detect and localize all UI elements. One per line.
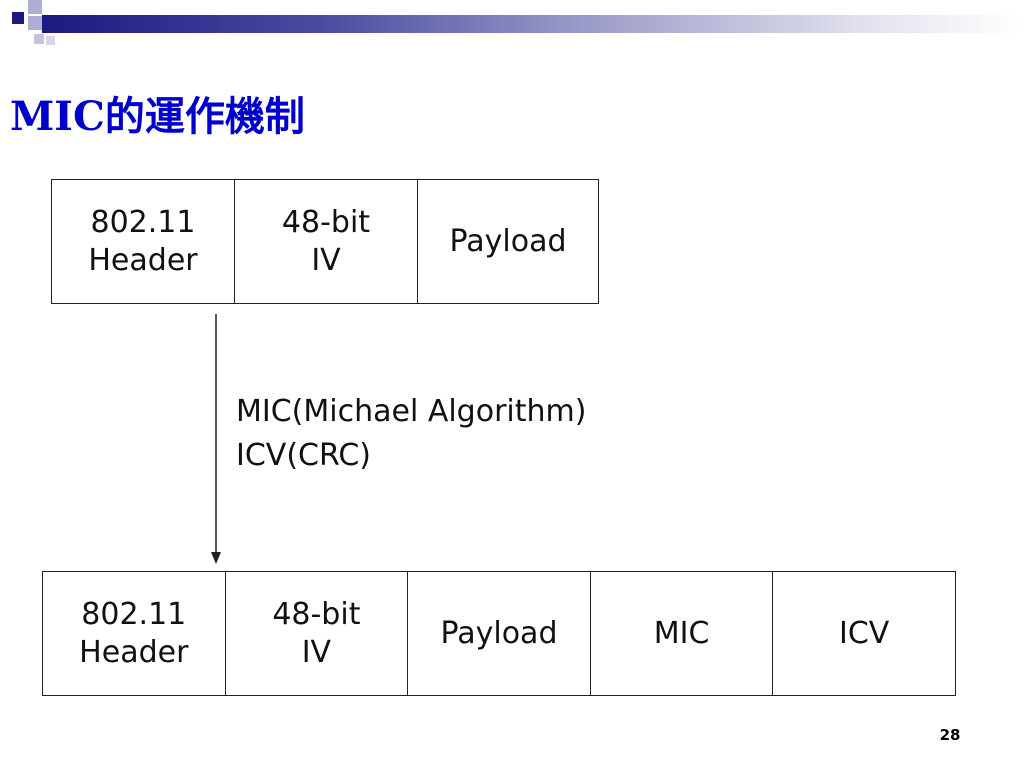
frame-field-iv: 48-bit IV: [235, 180, 418, 303]
slide-title: MIC的運作機制: [10, 93, 305, 140]
field-label-line1: 48-bit: [272, 596, 361, 632]
header-square: [42, 0, 56, 14]
field-label-line2: Header: [88, 242, 198, 278]
header-square: [34, 34, 44, 44]
field-label-line2: IV: [311, 242, 341, 278]
field-label-line1: 802.11: [90, 204, 196, 240]
frame-field-iv: 48-bit IV: [226, 572, 409, 695]
frame-field-payload: Payload: [418, 180, 598, 303]
process-label: MIC(Michael Algorithm) ICV(CRC): [236, 390, 586, 478]
process-icv-label: ICV(CRC): [236, 438, 371, 473]
field-label-line1: 48-bit: [281, 204, 371, 240]
original-frame: 802.11 Header 48-bit IV Payload: [51, 179, 599, 304]
field-label-line2: IV: [301, 634, 332, 670]
header-gradient-band: [42, 15, 1024, 33]
process-arrow: [211, 314, 221, 564]
header-square: [12, 12, 24, 24]
frame-field-icv: ICV: [773, 572, 955, 695]
field-label-line1: Payload: [449, 223, 567, 259]
field-label-line1: ICV: [839, 615, 890, 651]
frame-field-payload: Payload: [408, 572, 591, 695]
header-square: [28, 0, 42, 14]
process-mic-label: MIC(Michael Algorithm): [236, 394, 587, 429]
header-square: [28, 16, 42, 30]
frame-field-mic: MIC: [591, 572, 774, 695]
field-label-line1: 802.11: [81, 596, 187, 632]
frame-field-header: 802.11 Header: [43, 572, 226, 695]
page-number: 28: [939, 726, 961, 744]
field-label-line1: MIC: [653, 615, 710, 651]
arrow-head: [211, 552, 221, 564]
frame-field-header: 802.11 Header: [52, 180, 235, 303]
header-square: [46, 36, 55, 45]
field-label-line2: Header: [79, 634, 189, 670]
field-label-line1: Payload: [440, 615, 558, 651]
protected-frame: 802.11 Header 48-bit IV Payload MIC ICV: [42, 571, 956, 696]
